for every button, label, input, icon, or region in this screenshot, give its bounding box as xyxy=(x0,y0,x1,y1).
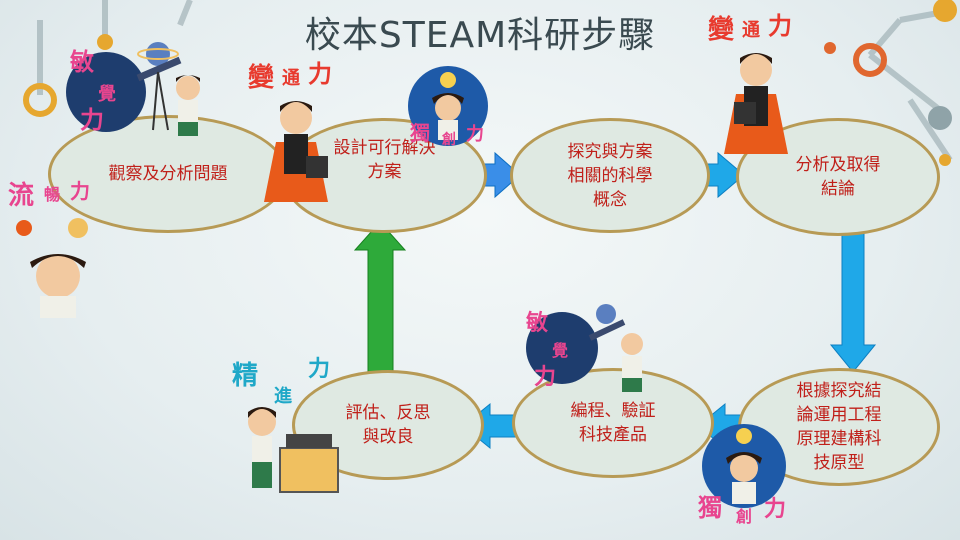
originality-badge-illustration: 獨 創 力 xyxy=(408,66,488,148)
flexibility-badge-illustration: 變 通 力 xyxy=(248,60,332,202)
elaboration-badge-illustration: 精 進 力 xyxy=(232,357,339,493)
step-label: 根據探究結 論運用工程 原理建構科 技原型 xyxy=(796,381,882,473)
page-title: 校本STEAM科研步驟 xyxy=(304,15,656,56)
badge-char: 變 xyxy=(248,62,275,93)
arrow-step7-to-step2 xyxy=(353,221,407,379)
step-label: 探究與方案 相關的科學 概念 xyxy=(567,141,653,210)
step-label: 設計可行解決 方案 xyxy=(333,137,436,182)
step-label: 編程、驗証 科技產品 xyxy=(570,401,656,445)
step-explore-science: 探究與方案 相關的科學 概念 xyxy=(510,118,710,233)
badge-char: 力 xyxy=(308,60,332,88)
badge-char: 獨 xyxy=(409,121,430,145)
fluency-badge-illustration: 流 暢 力 xyxy=(8,179,90,318)
step-program-verify: 編程、驗証 科技產品 xyxy=(512,368,714,478)
badge-char: 通 xyxy=(282,68,300,89)
badge-char: 力 xyxy=(308,357,330,382)
step-label: 觀察及分析問題 xyxy=(108,164,228,184)
badge-char: 力 xyxy=(80,106,104,134)
badge-char: 力 xyxy=(764,497,786,522)
badge-char: 敏 xyxy=(69,48,94,76)
badge-char: 創 xyxy=(441,131,456,148)
badge-char: 力 xyxy=(466,124,484,145)
badge-char: 創 xyxy=(735,507,752,526)
badge-char: 覺 xyxy=(551,341,568,360)
step-observe-analyze: 觀察及分析問題 xyxy=(48,115,288,233)
originality-badge-illustration-bottom: 獨 創 力 xyxy=(697,424,786,526)
badge-char: 暢 xyxy=(44,185,60,204)
step-label: 評估、反思 與改良 xyxy=(345,403,431,447)
badge-char: 覺 xyxy=(97,83,116,105)
badge-char: 力 xyxy=(70,179,90,203)
sensitivity-badge-illustration-bottom: 敏 覺 力 xyxy=(525,304,643,392)
flexibility-badge-illustration-right: 變 通 力 xyxy=(708,12,792,154)
badge-char: 力 xyxy=(534,365,556,390)
badge-char: 進 xyxy=(274,385,292,407)
badge-char: 通 xyxy=(742,20,760,41)
badge-char: 精 xyxy=(232,361,258,391)
sensitivity-badge-illustration: 敏 覺 力 xyxy=(66,42,200,136)
badge-char: 敏 xyxy=(525,310,548,336)
badge-char: 變 xyxy=(708,14,735,45)
badge-char: 獨 xyxy=(697,494,722,522)
badge-char: 流 xyxy=(8,181,34,211)
step-label: 分析及取得 結論 xyxy=(795,155,881,199)
badge-char: 力 xyxy=(768,12,792,40)
